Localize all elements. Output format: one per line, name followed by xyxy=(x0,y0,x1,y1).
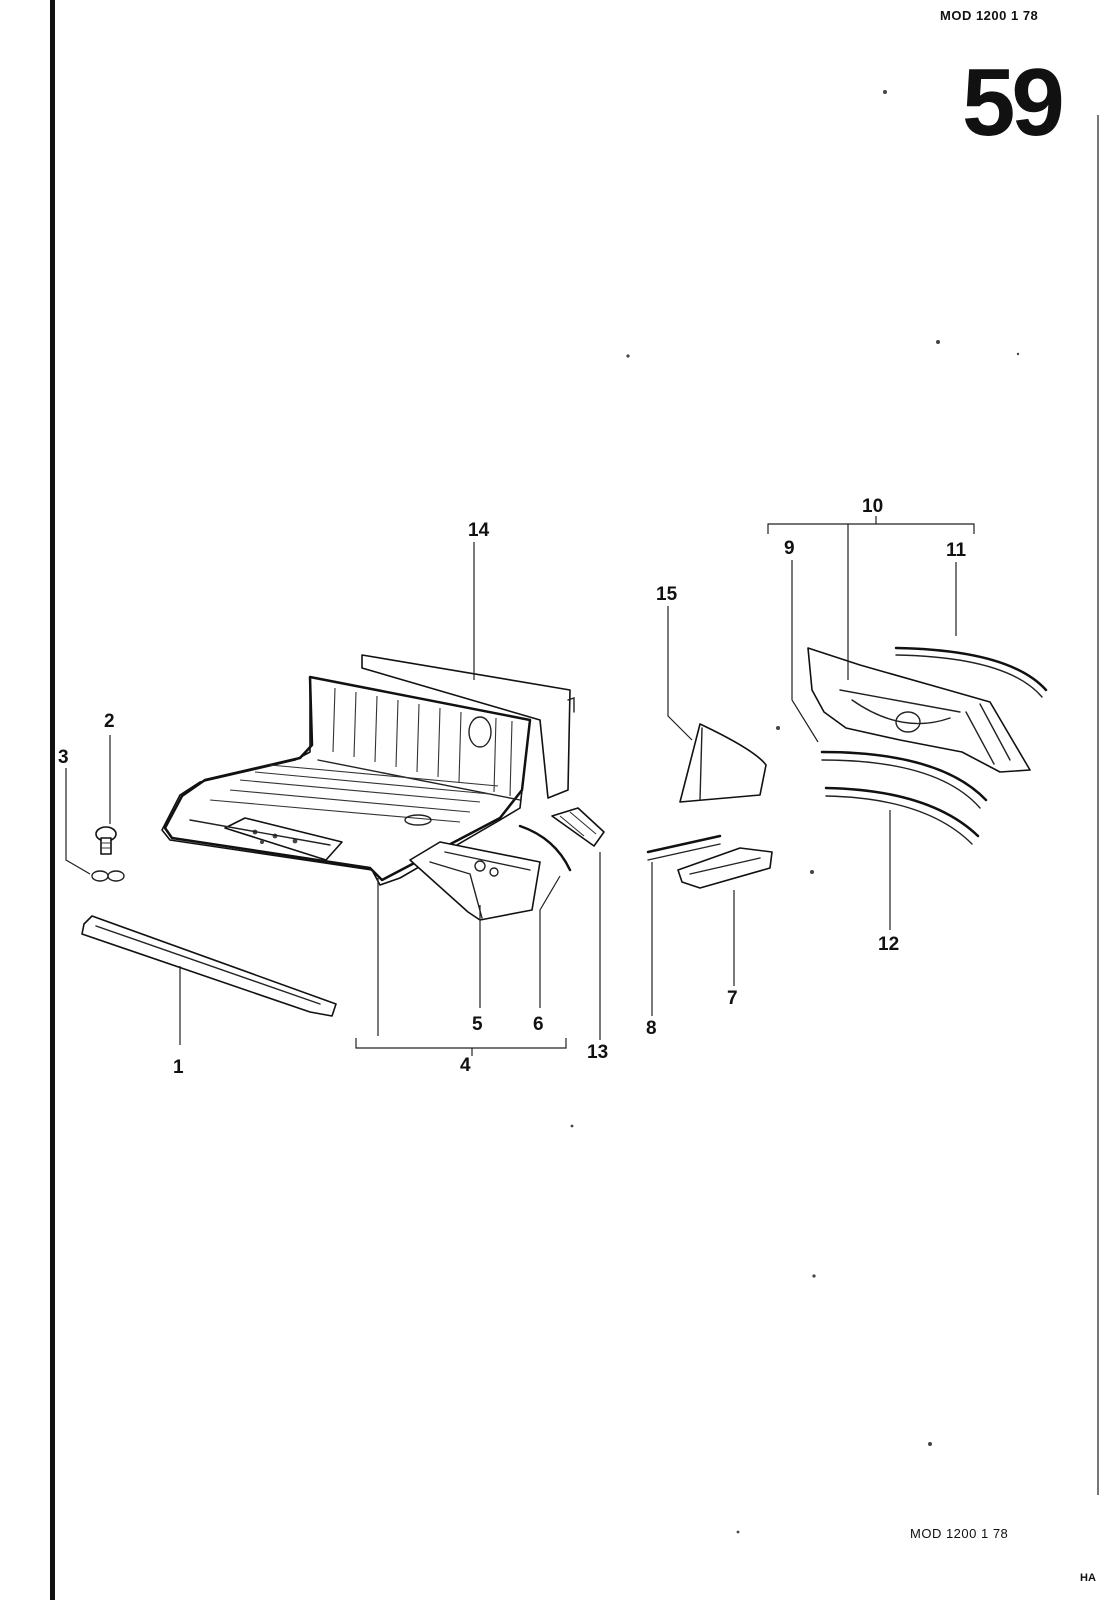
part-7-bracket xyxy=(677,847,773,889)
floor-pan-assembly xyxy=(161,675,532,886)
callout-7: 7 xyxy=(727,988,738,1009)
part-1-sill-strip xyxy=(81,915,337,1017)
callout-6: 6 xyxy=(533,1014,544,1035)
model-code-top: MOD 1200 1 78 xyxy=(940,8,1039,23)
part-15-triangular-panel xyxy=(679,723,767,803)
callout-14: 14 xyxy=(468,520,490,541)
callout-5: 5 xyxy=(472,1014,483,1035)
corner-code: HA xyxy=(1080,1572,1096,1584)
callout-8: 8 xyxy=(646,1018,657,1039)
part-10-rear-inner-panel xyxy=(807,647,1031,773)
part-6-curved-strip xyxy=(518,824,572,872)
callout-2: 2 xyxy=(104,711,115,732)
page-number: 59 xyxy=(962,49,1065,156)
part-9-upper-channel xyxy=(820,750,988,809)
part-11-upper-rail xyxy=(894,646,1048,692)
scan-specks xyxy=(570,90,1020,1534)
page-binding-edge xyxy=(50,0,55,1600)
callout-10: 10 xyxy=(862,496,883,517)
callout-11: 11 xyxy=(946,540,967,561)
callout-15: 15 xyxy=(656,584,678,605)
callout-13: 13 xyxy=(587,1042,608,1063)
part-14-rear-panel xyxy=(361,654,575,799)
model-code-bottom: MOD 1200 1 78 xyxy=(910,1526,1009,1541)
callout-9: 9 xyxy=(784,538,795,559)
part-13-reinforcement-strip xyxy=(551,807,605,847)
part-2-bolt xyxy=(95,826,117,855)
leader-lines xyxy=(65,516,975,1056)
part-3-washer xyxy=(91,870,125,882)
page-right-edge xyxy=(1097,115,1099,1495)
callout-4: 4 xyxy=(460,1055,471,1076)
part-12-lower-channel xyxy=(824,786,980,845)
callout-3: 3 xyxy=(58,747,69,768)
callout-12: 12 xyxy=(878,934,899,955)
part-8-straight-bar xyxy=(646,834,722,854)
callout-1: 1 xyxy=(173,1057,184,1078)
part-5-wheel-arch xyxy=(409,841,541,921)
